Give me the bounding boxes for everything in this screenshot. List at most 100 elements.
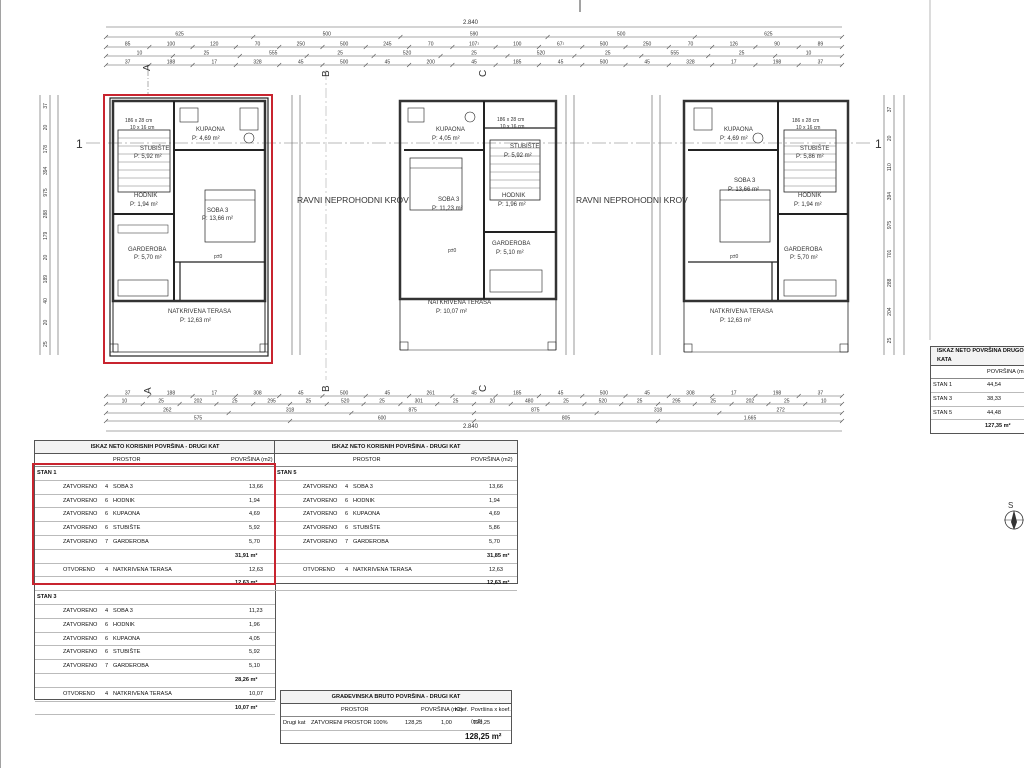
roof-1-label: RAVNI NEPROHODNI KROV [297,195,409,205]
dimension-value: 500 [323,32,332,38]
dimension-value: 318 [654,408,663,414]
svg-text:10 x 16 cm: 10 x 16 cm [500,124,524,130]
svg-text:B: B [321,385,332,392]
svg-text:P: 5,92 m²: P: 5,92 m² [134,154,162,160]
dimension-tick [753,62,758,68]
svg-text:NATKRIVENA TERASA: NATKRIVENA TERASA [168,309,231,315]
dimension-value: 45 [644,391,650,397]
section-mark-1-right: 1 [875,137,882,151]
dimension-tick [438,53,443,59]
dimension-tick [276,393,282,399]
dimension-tick [471,410,477,416]
svg-text:P: 13,66 m²: P: 13,66 m² [728,187,759,193]
dimension-tick [233,44,239,50]
svg-text:10 x 16 cm: 10 x 16 cm [796,125,820,131]
dimension-value: 45 [385,60,391,66]
dimension-tick [320,44,325,50]
dimension-value: 17 [731,391,737,397]
dimension-tick [177,401,182,407]
dimension-tick [363,62,368,68]
dimension-tick [802,401,808,407]
table-header: PROSTOR POVRŠINA (m2) Koef. Površina x k… [281,704,511,725]
col-povrsina: POVRŠINA (m2) [231,457,273,463]
dimension-value: 20 [43,255,49,261]
dimension-tick [545,34,550,40]
col-povrsina: POVRŠINA (m2) [471,457,513,463]
dimension-tick [796,62,801,68]
dimension-tick [717,410,722,416]
svg-text:P: 5,70 m²: P: 5,70 m² [790,255,818,261]
table-title: GRAĐEVINSKA BRUTO POVRŠINA - DRUGI KAT [281,691,511,704]
col-prostor: PROSTOR [113,457,141,463]
dimension-tick [190,44,195,50]
dimension-value: 500 [340,42,349,48]
dimension-value: 25 [710,399,716,405]
dimension-value: 25 [637,399,643,405]
dimension-tick [287,401,293,407]
dimension-value: 308 [253,391,262,397]
dimension-tick [709,62,715,68]
dimension-tick [493,44,498,50]
svg-text:p±0: p±0 [448,248,457,254]
dimension-value: 45 [298,391,304,397]
svg-text:P: 12,63 m²: P: 12,63 m² [720,318,751,324]
dimension-value: 875 [531,408,540,414]
svg-text:NATKRIVENA TERASA: NATKRIVENA TERASA [428,300,491,306]
dimension-tick [471,401,477,407]
section-mark-a: A A [142,64,154,394]
svg-text:GARDEROBA: GARDEROBA [128,247,166,253]
dimension-value: 308 [686,391,695,397]
svg-text:GARDEROBA: GARDEROBA [784,247,822,253]
top-dimension-ticks [103,34,845,68]
dimension-value: 85 [125,42,131,48]
dimension-value: 520 [341,399,350,405]
dimension-tick [666,393,672,399]
dimension-value: 45 [558,60,564,66]
dimension-value: 198 [773,391,782,397]
dimension-value: 500 [617,32,626,38]
dimension-tick [450,44,455,50]
dimension-tick [147,62,152,68]
dimension-tick [623,44,628,50]
dimension-tick [839,393,845,399]
gross-area-row: Drugi kat ZATVORENI PROSTOR 100% 128,25 … [281,717,511,731]
svg-text:186 x 28 cm: 186 x 28 cm [792,118,819,124]
unit-3-labels: KUPAONA P: 4,69 m² STUBIŠTE P: 5,86 m² S… [710,118,829,324]
dimension-tick [508,401,514,407]
dimension-value: 25 [605,51,611,57]
dimension-tick [753,393,758,399]
dimension-value: 261 [427,391,436,397]
overall-width-bottom: 2.840 [463,424,479,430]
dimension-tick [103,418,109,424]
dimension-value: 25 [563,399,569,405]
dimension-value: 45 [298,60,304,66]
dimension-tick [618,401,624,407]
dimension-tick [363,393,368,399]
dimension-tick [434,401,440,407]
dimension-tick [505,53,510,59]
dimension-tick [753,44,758,50]
svg-text:P: 4,05 m²: P: 4,05 m² [432,136,460,142]
dimension-tick [250,401,256,407]
stan-5-open-total-row: 12,63 m² [275,577,517,592]
svg-text:GARDEROBA: GARDEROBA [492,241,530,247]
svg-text:KUPAONA: KUPAONA [196,127,225,133]
dimension-value: 37 [887,106,893,112]
dimension-value: 394 [43,166,49,175]
svg-text:P: 13,66 m²: P: 13,66 m² [202,216,233,222]
svg-text:C: C [478,70,489,77]
svg-text:P: 10,07 m²: P: 10,07 m² [436,309,467,315]
dimension-value: 120 [210,42,219,48]
svg-text:P: 4,69 m²: P: 4,69 m² [192,136,220,142]
dimension-tick [320,393,325,399]
svg-text:SOBA 3: SOBA 3 [438,197,460,203]
dimension-tick [406,393,412,399]
dimension-tick [371,53,376,59]
dimension-value: 295 [672,399,681,405]
